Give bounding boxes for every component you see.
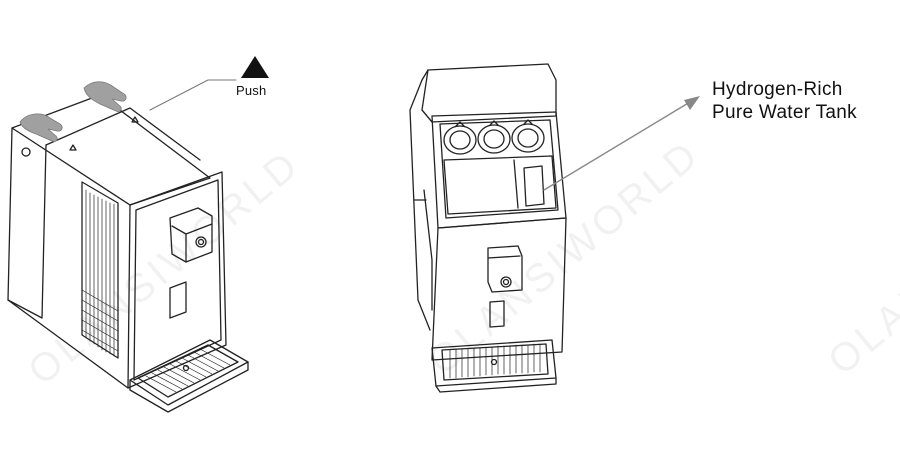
push-label: Push <box>236 83 267 98</box>
arrow-head-icon <box>684 96 700 110</box>
triangle-icon <box>241 56 269 78</box>
right-dispenser <box>409 63 567 393</box>
tank-label: Hydrogen-Rich Pure Water Tank <box>712 78 857 124</box>
left-dispenser <box>7 94 249 413</box>
tank-label-line2: Pure Water Tank <box>712 102 857 123</box>
hand-icon <box>19 81 127 142</box>
tank-label-line1: Hydrogen-Rich <box>712 79 843 100</box>
